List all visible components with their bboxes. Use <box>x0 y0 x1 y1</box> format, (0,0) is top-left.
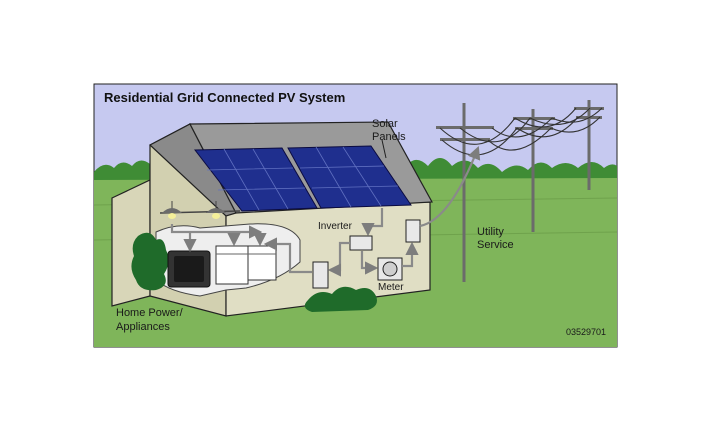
bush-front <box>304 286 377 312</box>
power-lines <box>439 107 603 156</box>
electric-panel-box <box>312 261 329 289</box>
solar-panels-label: Solar Panels <box>372 118 406 144</box>
inverter-box <box>349 235 373 251</box>
utility-service-label: Utility Service <box>477 226 514 252</box>
solar-panel-array <box>194 145 412 212</box>
inverter-label: Inverter <box>318 221 352 232</box>
ceiling-lights <box>159 201 241 219</box>
home-label-line2: Appliances <box>116 321 170 333</box>
diagram-title: Residential Grid Connected PV System <box>104 90 346 105</box>
washer-dryer-appliance <box>215 245 277 285</box>
disconnect-box <box>405 219 421 243</box>
solar-label-pointer <box>381 139 387 159</box>
utility-label-line1: Utility <box>477 226 504 238</box>
meter-label: Meter <box>378 282 404 293</box>
bush-left <box>131 232 169 291</box>
home-power-label: Home Power/ Appliances <box>116 306 183 334</box>
home-label-line1: Home Power/ <box>116 307 183 319</box>
solar-panels-label-line2: Panels <box>372 131 406 143</box>
utility-label-line2: Service <box>477 239 514 251</box>
figure-code: 03529701 <box>566 327 607 337</box>
tv-appliance <box>167 250 211 288</box>
solar-panels-label-line1: Solar <box>372 118 398 130</box>
power-flow-arrows <box>170 145 481 277</box>
meter-box <box>377 257 403 281</box>
